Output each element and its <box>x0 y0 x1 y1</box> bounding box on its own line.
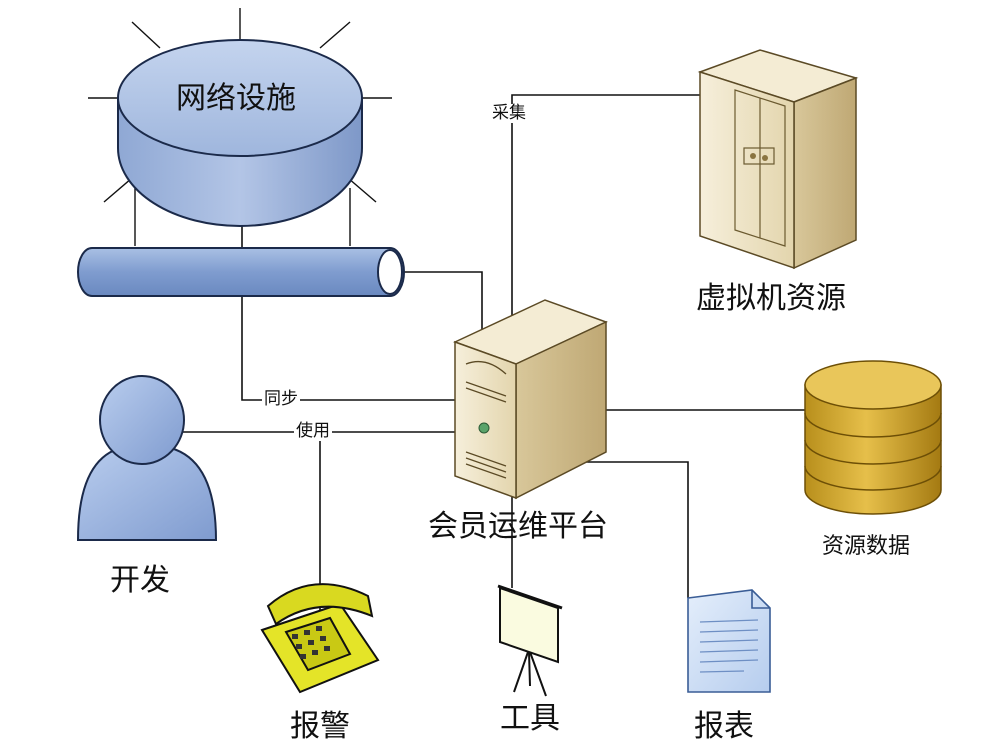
edge-collect-label: 采集 <box>490 103 528 123</box>
network-pipe-icon <box>77 247 405 297</box>
developer-label: 开发 <box>110 563 170 598</box>
resource-data-label: 资源数据 <box>822 534 911 559</box>
report-label: 报表 <box>694 709 754 744</box>
edge-report-line <box>580 461 689 598</box>
vm-resource-label: 虚拟机资源 <box>696 281 846 316</box>
network-facility-label: 网络设施 <box>176 81 296 116</box>
edge-use-label: 使用 <box>294 421 332 441</box>
edge-sync-line <box>241 195 455 401</box>
resource-database-icon <box>804 360 942 515</box>
alarm-label: 报警 <box>290 709 350 744</box>
tools-label: 工具 <box>500 701 560 736</box>
tools-easel-icon <box>497 584 563 697</box>
edge-collect-line <box>511 94 700 420</box>
report-document-icon <box>687 589 771 693</box>
developer-person-icon <box>76 375 218 541</box>
platform-server-icon <box>453 299 608 500</box>
edge-sync-label: 同步 <box>262 389 300 409</box>
platform-label: 会员运维平台 <box>428 509 608 544</box>
vm-server-icon <box>697 49 859 270</box>
network-facility-icon <box>88 8 392 246</box>
alarm-telephone-icon <box>260 583 380 694</box>
